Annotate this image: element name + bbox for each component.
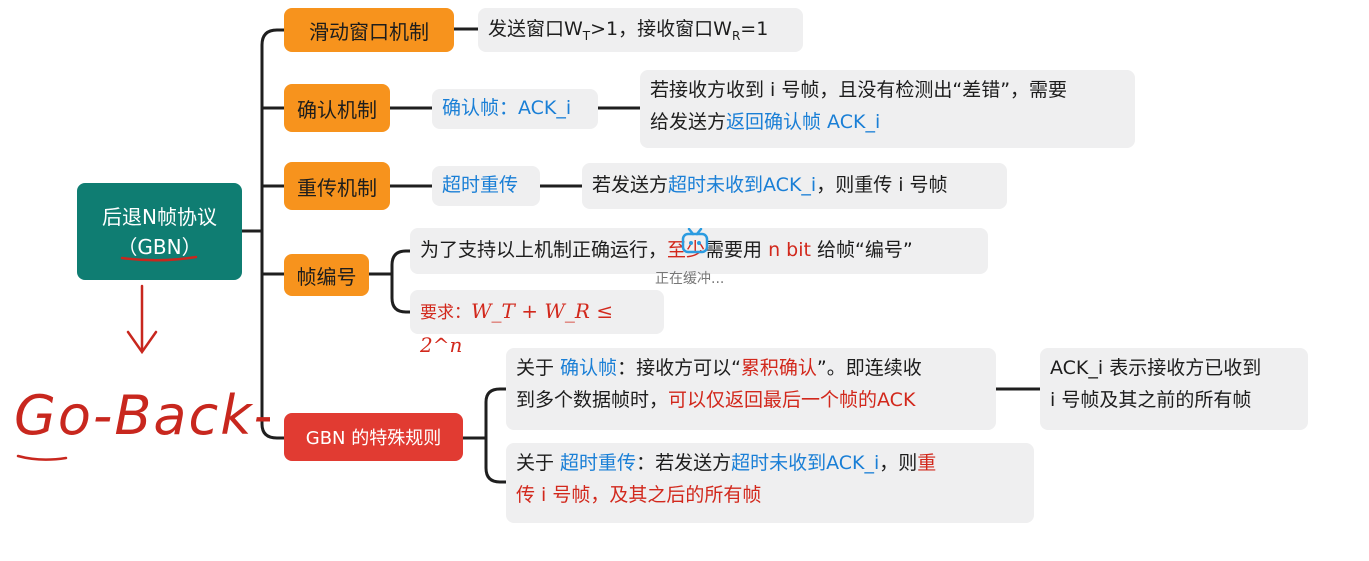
- branch-retrans-label: 重传机制: [297, 175, 377, 200]
- note-highlight: n bit: [768, 239, 811, 261]
- ack-frame-note: 确认帧：ACK_i: [432, 89, 598, 129]
- note-highlight: 超时未收到ACK_i: [731, 452, 880, 474]
- branch-special-label: GBN 的特殊规则: [305, 428, 442, 449]
- subscript-t: T: [582, 28, 591, 43]
- note-text: 发送窗口W: [488, 18, 583, 40]
- sliding-window-note: 发送窗口WT>1，接收窗口WR=1: [478, 8, 803, 52]
- note-highlight: 累积确认: [740, 357, 817, 379]
- ack-rule-note: 若接收方收到 i 号帧，且没有检测出“差错”，需要 给发送方返回确认帧 ACK_…: [640, 70, 1135, 148]
- branch-sliding-window-label: 滑动窗口机制: [309, 19, 429, 44]
- branch-sliding-window: 滑动窗口机制: [284, 8, 454, 52]
- timeout-retrans-line2: 传 i 号帧，及其之后的所有帧: [516, 484, 762, 506]
- note-text: 到多个数据帧时，: [516, 389, 669, 411]
- note-text: 为了支持以上机制正确运行，: [420, 239, 668, 261]
- requirement-prefix: 要求：: [420, 303, 471, 323]
- cumulative-ack-line1: 关于 确认帧：接收方可以“累积确认”。即连续收: [516, 352, 986, 384]
- ack-rule-line2: 给发送方返回确认帧 ACK_i: [650, 106, 1125, 138]
- handwriting-text: Go-Back-N: [14, 384, 270, 447]
- timeout-note: 超时重传: [432, 166, 540, 206]
- note-text: 给帧“编号”: [810, 239, 913, 261]
- note-text: 需要用: [705, 239, 769, 261]
- handwriting-annotation: Go-Back-N: [14, 255, 270, 461]
- note-text: ，则重传 i 号帧: [816, 174, 948, 196]
- note-text: 关于: [516, 357, 561, 379]
- timeout-retrans-rule: 关于 超时重传：若发送方超时未收到ACK_i，则重 传 i 号帧，及其之后的所有…: [506, 443, 1034, 523]
- branch-ack-mechanism: 确认机制: [284, 84, 390, 132]
- note-text: >1，接收窗口W: [590, 18, 732, 40]
- ack-meaning-note: ACK_i 表示接收方已收到 i 号帧及其之前的所有帧: [1040, 348, 1308, 430]
- ack-frame-text: 确认帧：ACK_i: [442, 97, 572, 119]
- note-text: =1: [740, 18, 769, 40]
- note-highlight: 超时重传: [560, 452, 637, 474]
- branch-frame-numbering: 帧编号: [284, 254, 369, 296]
- note-highlight: 超时未收到ACK_i: [668, 174, 817, 196]
- note-highlight: 重: [917, 452, 937, 474]
- note-text: 给发送方: [650, 111, 727, 133]
- buffering-text: 正在缓冲...: [655, 271, 725, 287]
- branch-ack-label: 确认机制: [297, 97, 377, 122]
- timeout-retrans-line1: 关于 超时重传：若发送方超时未收到ACK_i，则重: [516, 447, 1024, 479]
- timeout-text: 超时重传: [442, 174, 519, 196]
- note-text: ：接收方可以“: [617, 357, 741, 379]
- branch-gbn-special-rules: GBN 的特殊规则: [284, 413, 463, 461]
- note-text: ，则: [879, 452, 918, 474]
- note-highlight: 返回确认帧 ACK_i: [726, 111, 881, 133]
- window-requirement-note: 要求：W_T + W_R ≤ 2^n: [410, 290, 664, 357]
- note-highlight: 可以仅返回最后一个帧的ACK: [668, 389, 916, 411]
- note-text: ”。即连续收: [816, 357, 922, 379]
- note-text: ：若发送方: [636, 452, 732, 474]
- buffering-icon: [681, 227, 711, 254]
- retrans-rule-note: 若发送方超时未收到ACK_i，则重传 i 号帧: [582, 163, 1007, 209]
- ack-rule-line1: 若接收方收到 i 号帧，且没有检测出“差错”，需要: [650, 79, 1068, 101]
- note-text: 若发送方: [592, 174, 669, 196]
- ack-meaning-line2: i 号帧及其之前的所有帧: [1050, 389, 1252, 411]
- root-title: 后退N帧协议: [102, 204, 217, 229]
- ack-meaning-line1: ACK_i 表示接收方已收到: [1050, 357, 1262, 379]
- branch-numbering-label: 帧编号: [296, 264, 357, 289]
- note-highlight: 至少: [667, 239, 706, 261]
- root-subtitle: （GBN）: [117, 234, 202, 259]
- cumulative-ack-rule: 关于 确认帧：接收方可以“累积确认”。即连续收 到多个数据帧时，可以仅返回最后一…: [506, 348, 996, 430]
- cumulative-ack-line2: 到多个数据帧时，可以仅返回最后一个帧的ACK: [516, 384, 986, 416]
- note-text: 关于: [516, 452, 561, 474]
- subscript-r: R: [731, 28, 741, 43]
- note-highlight: 确认帧: [560, 357, 618, 379]
- requirement-formula: W_T + W_R ≤ 2^n: [420, 299, 614, 357]
- root-node-gbn: 后退N帧协议 （GBN）: [77, 183, 242, 280]
- branch-retransmission: 重传机制: [284, 162, 390, 210]
